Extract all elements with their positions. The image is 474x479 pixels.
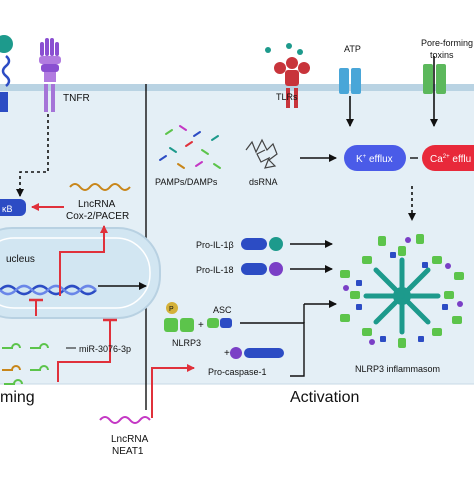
transcription-arrow	[59, 225, 108, 296]
nlrp3-icon	[164, 318, 178, 332]
nlrp3-inflammasome-icon	[340, 234, 464, 348]
activation-section-label: Activation	[290, 389, 359, 406]
inflammasome-label: NLRP3 inflammasom	[355, 364, 440, 374]
tnfr-label: TNFR	[63, 93, 90, 104]
pamps-label: PAMPs/DAMPs	[155, 177, 218, 187]
atp-channel-icon	[339, 68, 349, 94]
k-efflux-pill	[344, 145, 406, 171]
assembly-bracket	[240, 322, 305, 377]
mir-label: miR-3076-3p	[79, 344, 131, 354]
tnfr-signal-arrow	[16, 114, 49, 197]
phospho-badge	[166, 302, 178, 314]
pore-toxin-icon	[423, 64, 433, 94]
cytokine-receptor-icon	[0, 35, 13, 112]
neat1-activation-arrow	[151, 364, 195, 418]
pamps-damps-icon	[159, 125, 221, 169]
pro-il1b-label: Pro-IL-1β	[196, 240, 234, 250]
pro-il1b-icon	[241, 238, 267, 250]
pro-il18-icon	[241, 263, 267, 275]
nucleus	[0, 227, 161, 319]
svg-text:P: P	[169, 306, 174, 313]
lncrna-cox2-line1: LncRNA	[78, 199, 116, 210]
lncrna-cox2-wave	[69, 183, 131, 191]
svg-text:+: +	[224, 348, 230, 359]
cell-membrane	[0, 84, 474, 91]
nucleus-label: ucleus	[6, 254, 35, 265]
atp-label: ATP	[344, 44, 361, 54]
tnfr-icon	[39, 38, 61, 112]
tlr-icon	[274, 57, 310, 108]
dsrna-label: dsRNA	[249, 177, 278, 187]
lncrna-neat1-line1: LncRNA	[111, 434, 149, 445]
asc-label: ASC	[213, 305, 232, 315]
pore-label-line2: toxins	[430, 50, 454, 60]
lncrna-cox2-line2: Cox-2/PACER	[66, 211, 129, 222]
pro-caspase-label: Pro-caspase-1	[208, 367, 267, 377]
priming-section-label: ming	[0, 389, 35, 406]
pro-il18-label: Pro-IL-18	[196, 265, 234, 275]
dna-helix-icon	[0, 284, 97, 296]
k-efflux-label: K+ efflux	[356, 154, 393, 165]
nlrp3-label: NLRP3	[172, 338, 201, 348]
asc-icon	[207, 318, 219, 328]
mirna-loops-icon	[2, 343, 49, 385]
nfkb-label: κB	[2, 204, 13, 214]
neat1-inhibition	[57, 320, 111, 382]
tlrs-label: TLRs	[276, 92, 298, 102]
svg-text:+: +	[198, 320, 204, 331]
lncrna-neat1-line2: NEAT1	[112, 446, 144, 457]
ca-efflux-label: Ca2+ efflu	[430, 154, 471, 165]
lncrna-neat1-wave	[99, 416, 151, 424]
dsrna-icon	[245, 138, 278, 169]
ca-efflux-pill	[422, 145, 474, 171]
nfkb-box	[0, 199, 26, 216]
pore-label-line1: Pore-forming	[421, 38, 473, 48]
pro-caspase-icon	[230, 347, 242, 359]
